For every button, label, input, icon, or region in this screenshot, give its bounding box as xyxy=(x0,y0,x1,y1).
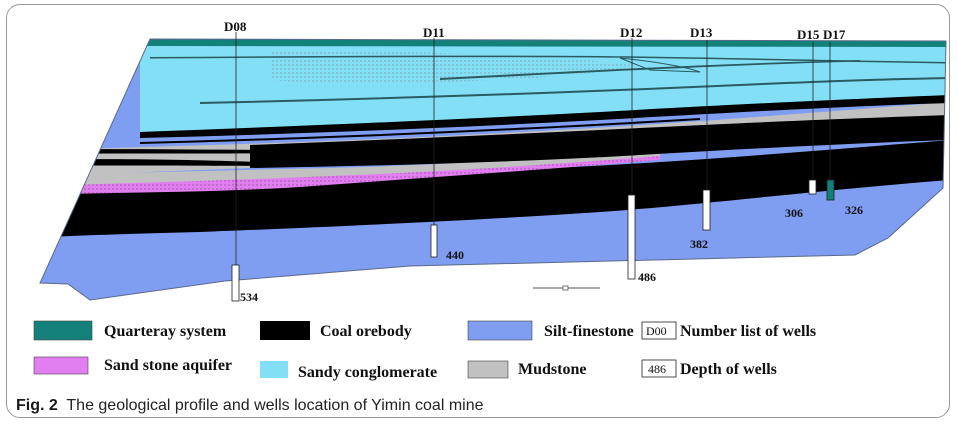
legend-key-well-depth xyxy=(641,359,677,378)
legend-label-sandstone: Sand stone aquifer xyxy=(104,357,232,374)
legend-swatch-conglomerate xyxy=(260,361,288,378)
legend-swatch-mudstone xyxy=(467,360,509,379)
figure-frame xyxy=(6,4,950,418)
well-label-d12: D12 xyxy=(620,25,642,40)
coal-orebody-upper xyxy=(140,93,946,138)
well-label-d17: D17 xyxy=(823,27,846,42)
scale-bar xyxy=(533,285,600,291)
figure-caption-text: The geological profile and wells locatio… xyxy=(66,397,484,414)
well-label-d08: D08 xyxy=(224,19,247,34)
depth-label-d11: 440 xyxy=(446,248,464,262)
legend-key-well-depth-text: 486 xyxy=(648,362,666,376)
legend-label-silt: Silt-finestone xyxy=(544,323,634,340)
coal-orebody-lower xyxy=(40,140,946,238)
legend-label-mudstone: Mudstone xyxy=(518,361,586,378)
legend-label-coal: Coal orebody xyxy=(320,323,412,340)
conglomerate-lens xyxy=(270,51,640,84)
depth-label-d15: 306 xyxy=(785,206,803,220)
figure-caption: Fig. 2 The geological profile and wells … xyxy=(16,397,484,415)
depth-label-d17: 326 xyxy=(845,203,863,217)
legend-swatch-silt xyxy=(467,320,533,341)
legend: Quarteray system Coal orebody Silt-fines… xyxy=(33,320,816,381)
legend-label-well-number: Number list of wells xyxy=(680,323,816,340)
legend-key-well-number-text: D00 xyxy=(646,324,667,338)
well-lines xyxy=(231,32,835,302)
legend-label-well-depth: Depth of wells xyxy=(680,361,777,378)
strata xyxy=(40,39,946,300)
legend-swatch-sandstone xyxy=(33,356,89,375)
legend-swatch-quarteray xyxy=(33,320,93,341)
well-label-d15: D15 xyxy=(797,27,820,42)
legend-label-quarteray: Quarteray system xyxy=(104,323,227,340)
figure-number: Fig. 2 xyxy=(16,397,58,414)
well-label-d11: D11 xyxy=(423,25,445,40)
legend-swatch-coal xyxy=(260,321,310,340)
depth-label-d08: 534 xyxy=(240,290,258,304)
legend-key-well-number xyxy=(641,321,677,340)
mudstone-layer-middle xyxy=(40,150,660,186)
legend-label-conglomerate: Sandy conglomerate xyxy=(298,364,437,381)
depth-label-d12: 486 xyxy=(638,270,656,284)
depth-label-d13: 382 xyxy=(690,237,708,251)
well-label-d13: D13 xyxy=(690,25,713,40)
coal-orebody-middle xyxy=(250,115,946,168)
